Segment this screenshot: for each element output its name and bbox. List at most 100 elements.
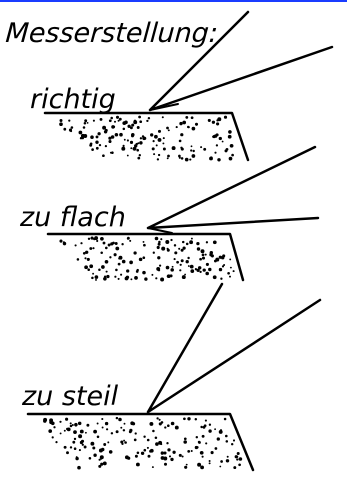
- stipple-dot: [170, 421, 175, 426]
- stipple-dot: [203, 147, 207, 151]
- stipple-dot: [201, 256, 206, 260]
- stipple-dot: [221, 265, 225, 268]
- stipple-dot: [157, 153, 161, 157]
- stipple-dot: [87, 268, 90, 271]
- stipple-dot: [138, 115, 142, 119]
- knife-blade: [146, 145, 320, 230]
- stipple-dot: [95, 135, 99, 139]
- stipple-dot: [136, 148, 139, 152]
- stipple-dot: [133, 144, 138, 148]
- stipple-dot: [204, 253, 207, 256]
- stipple-dot: [167, 448, 171, 452]
- stipple-dot: [165, 265, 170, 270]
- stipple-dot: [99, 117, 103, 121]
- stipple-dot: [95, 140, 99, 144]
- stipple-dot: [182, 240, 185, 244]
- stipple-dot: [104, 421, 109, 426]
- stipple-dot: [63, 445, 67, 449]
- stipple-dot: [212, 135, 215, 138]
- stipple-dot: [118, 257, 121, 260]
- stipple-dot: [207, 118, 211, 122]
- stipple-dot: [172, 450, 176, 454]
- stipple-dot: [200, 249, 205, 254]
- stipple-dot: [132, 146, 137, 151]
- stipple-dot: [98, 464, 102, 468]
- stipple-dot: [109, 256, 112, 259]
- stipple-dot: [108, 136, 112, 140]
- stipple-dot: [105, 270, 108, 273]
- stipple-dot: [238, 457, 243, 461]
- stipple-dot: [201, 253, 205, 257]
- stipple-dot: [103, 462, 106, 466]
- stipple-dot: [223, 417, 227, 421]
- stipple-dot: [55, 441, 58, 444]
- stipple-dot: [163, 451, 167, 455]
- stipple-dot: [158, 440, 163, 445]
- stippled-material: [59, 236, 235, 282]
- stipple-dot: [155, 442, 159, 446]
- stipple-dot: [80, 133, 85, 138]
- stipple-dot: [180, 146, 183, 149]
- stipple-dot: [92, 247, 95, 250]
- stipple-dot: [183, 440, 187, 444]
- stipple-dot: [204, 419, 207, 422]
- stipple-dot: [162, 137, 165, 140]
- stipple-dot: [157, 256, 161, 260]
- stipple-dot: [179, 263, 182, 266]
- stipple-dot: [233, 466, 237, 470]
- stipple-dot: [86, 122, 89, 124]
- stipple-dot: [181, 275, 186, 280]
- stipple-dot: [187, 256, 190, 260]
- stipple-dot: [185, 116, 189, 119]
- stipple-dot: [110, 135, 115, 139]
- stipple-dot: [213, 259, 217, 263]
- stipple-dot: [191, 154, 196, 158]
- stipple-dot: [123, 138, 126, 141]
- stipple-dot: [238, 463, 241, 467]
- stipple-dot: [223, 115, 228, 119]
- stipple-dot: [163, 456, 168, 461]
- stipple-dot: [90, 135, 94, 139]
- stipple-dot: [163, 462, 168, 466]
- stipple-dot: [93, 237, 96, 241]
- stipple-dot: [178, 247, 181, 250]
- stipple-dot: [77, 421, 82, 426]
- stipple-dot: [120, 440, 124, 444]
- stipple-dot: [73, 447, 77, 450]
- stipple-dot: [48, 429, 53, 433]
- stipple-dot: [218, 429, 223, 434]
- stipple-dot: [151, 273, 154, 276]
- stipple-dot: [73, 430, 77, 434]
- stipple-dot: [129, 260, 133, 265]
- stipple-dot: [136, 268, 139, 272]
- stipple-dot: [142, 256, 146, 260]
- stipple-dot: [176, 260, 179, 264]
- stipple-dot: [218, 136, 222, 141]
- stipple-dot: [73, 437, 77, 441]
- stipple-dot: [107, 441, 110, 444]
- stipple-dot: [179, 121, 183, 126]
- stipple-dot: [126, 139, 129, 142]
- stipple-dot: [152, 251, 155, 254]
- stipple-dot: [200, 146, 203, 149]
- stipple-dot: [229, 275, 231, 278]
- stipple-dot: [180, 157, 184, 160]
- stipple-dot: [75, 456, 79, 461]
- stipple-dot: [143, 136, 147, 140]
- stipple-dot: [134, 432, 137, 435]
- stipple-dot: [78, 449, 81, 452]
- stipple-dot: [101, 426, 104, 429]
- stipple-dot: [235, 455, 239, 459]
- stipple-dot: [129, 126, 133, 130]
- stipple-dot: [65, 417, 69, 421]
- stipple-dot: [232, 439, 236, 442]
- stipple-dot: [170, 238, 173, 242]
- stipple-dot: [154, 134, 158, 139]
- stipple-dot: [115, 268, 118, 272]
- stipple-dot: [131, 422, 136, 426]
- stipple-dot: [138, 154, 141, 157]
- stipple-dot: [130, 278, 133, 281]
- stipple-dot: [191, 126, 196, 131]
- stipple-dot: [107, 243, 111, 247]
